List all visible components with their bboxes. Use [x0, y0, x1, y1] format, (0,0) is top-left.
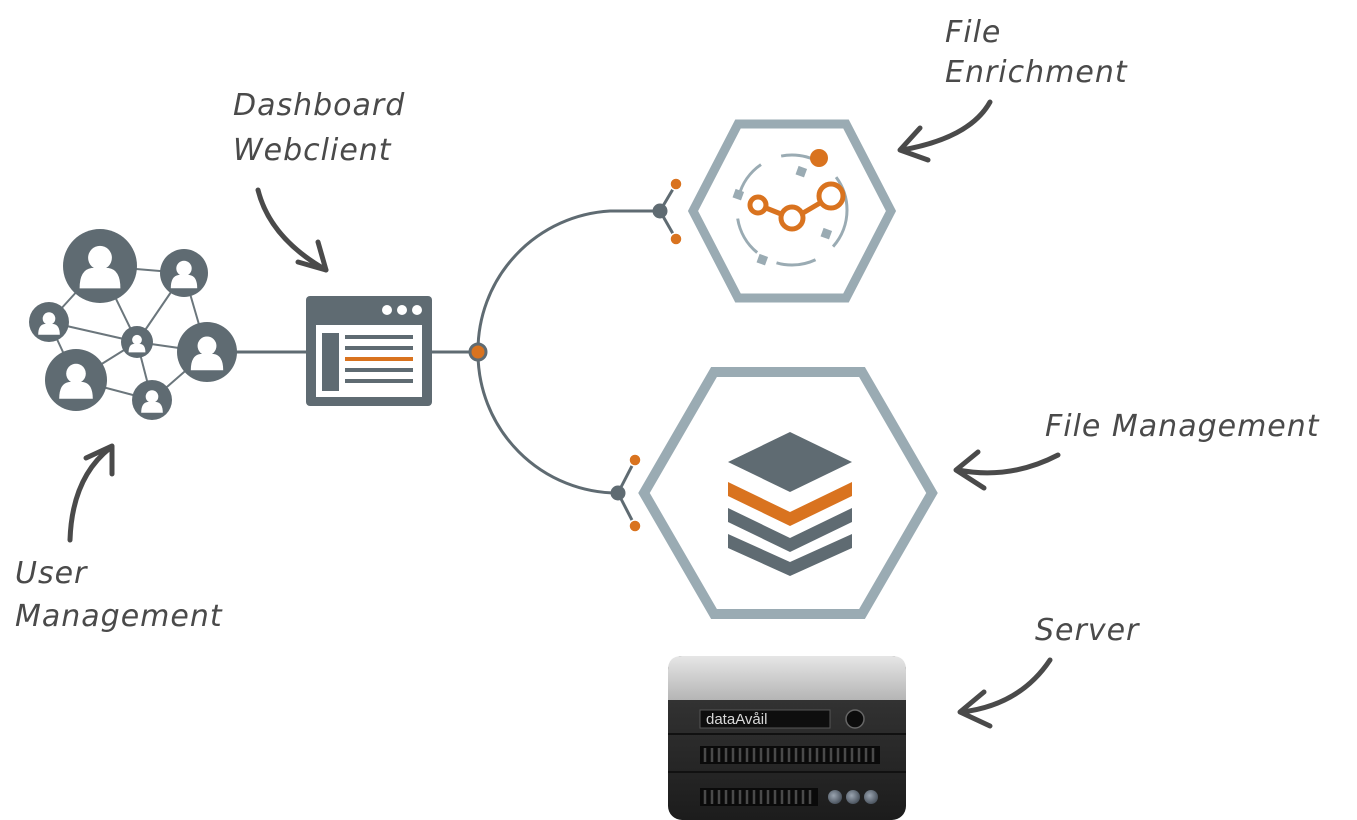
browser-window-icon [306, 296, 432, 406]
enrichment-graph-icon [732, 149, 849, 267]
arrow-to-dashboard [255, 187, 329, 273]
arrow-to-file-enrichment [897, 99, 993, 163]
connector-fork-top [652, 177, 683, 246]
arrow-to-server [957, 657, 1053, 729]
svg-text:Server: Server [1035, 613, 1140, 648]
svg-text:Management: Management [15, 599, 223, 634]
svg-text:User: User [15, 556, 88, 591]
label-user-management: User Management [15, 556, 223, 634]
connector-fork-bottom [610, 453, 642, 533]
server-icon: dataAvåil [668, 656, 906, 820]
annotation-arrows [67, 99, 1061, 729]
label-file-management: File Management [1045, 409, 1320, 444]
arrow-to-user-management [67, 443, 115, 543]
file-management-hexagon [638, 367, 938, 619]
svg-text:File: File [945, 15, 1001, 50]
layers-stack-icon [728, 432, 852, 576]
label-dashboard-webclient: Dashboard Webclient [233, 88, 405, 168]
label-file-enrichment: File Enrichment [945, 15, 1128, 90]
arrow-to-file-management [953, 449, 1061, 491]
svg-text:Webclient: Webclient [233, 133, 392, 168]
svg-text:File Management: File Management [1045, 409, 1320, 444]
file-enrichment-hexagon [687, 119, 897, 303]
svg-text:Enrichment: Enrichment [945, 55, 1128, 90]
junction-dot [468, 342, 488, 362]
label-server: Server [1035, 613, 1140, 648]
svg-text:Dashboard: Dashboard [233, 88, 405, 123]
server-brand-label: dataAvåil [706, 711, 767, 728]
user-network-icon [29, 229, 237, 420]
